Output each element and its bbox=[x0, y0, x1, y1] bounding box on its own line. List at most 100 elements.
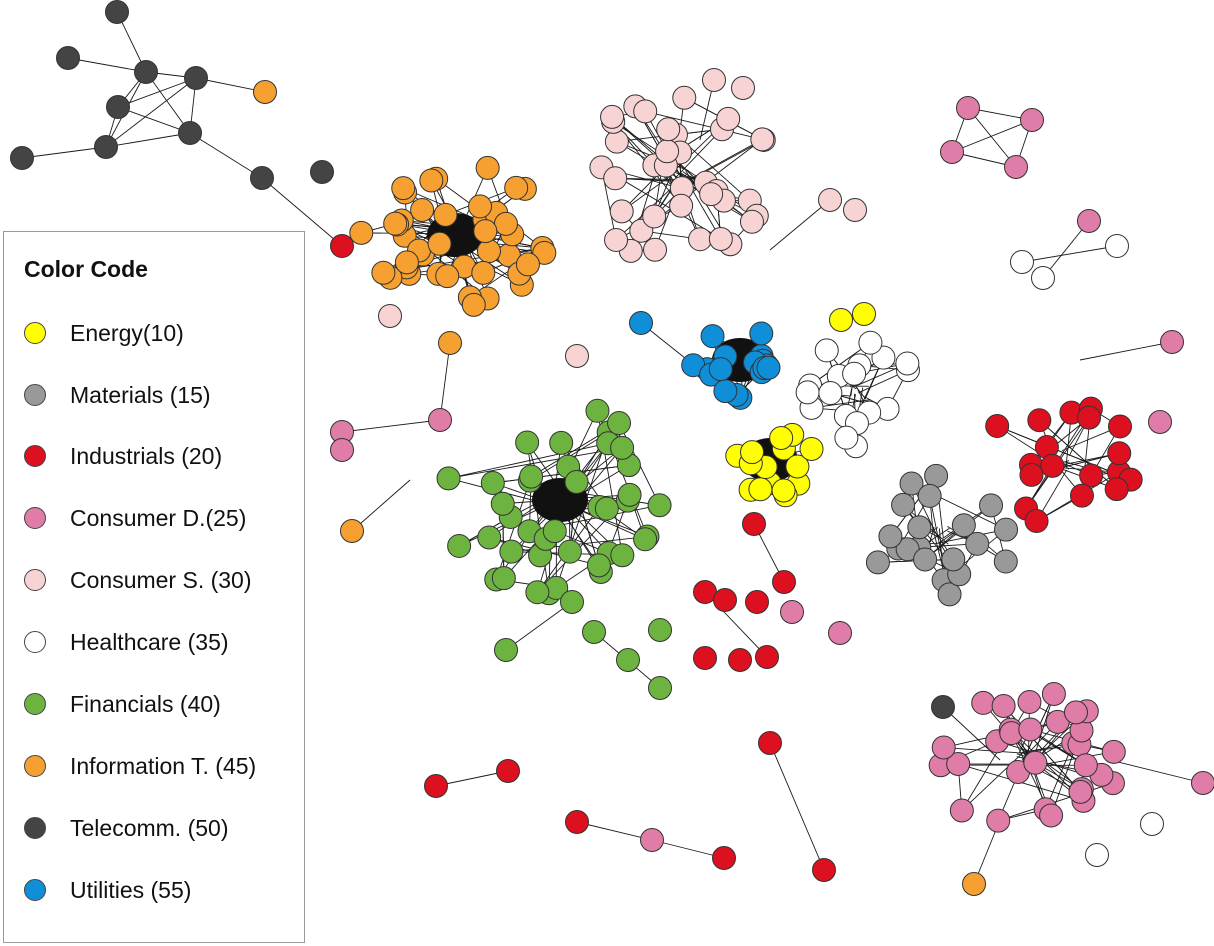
graph-node-consumer-d bbox=[1191, 771, 1214, 795]
graph-node-healthcare bbox=[1031, 266, 1055, 290]
graph-node-info-t bbox=[410, 198, 435, 223]
graph-edge bbox=[1042, 220, 1090, 279]
graph-edge bbox=[435, 770, 509, 787]
legend-item-healthcare: Healthcare (35) bbox=[24, 624, 229, 660]
graph-edge bbox=[439, 342, 451, 421]
graph-node-telecomm bbox=[56, 46, 80, 70]
graph-node-healthcare bbox=[834, 425, 859, 450]
legend-item-energy: Energy(10) bbox=[24, 315, 184, 351]
healthcare-swatch-icon bbox=[24, 631, 46, 653]
graph-node-financials bbox=[447, 533, 472, 558]
graph-node-financials bbox=[525, 580, 550, 605]
graph-node-industrials bbox=[565, 810, 589, 834]
graph-node-consumer-d bbox=[1004, 155, 1028, 179]
graph-node-consumer-s bbox=[600, 104, 625, 129]
graph-node-energy bbox=[769, 425, 794, 450]
graph-node-consumer-d bbox=[1160, 330, 1184, 354]
graph-node-financials bbox=[436, 466, 461, 491]
graph-node-consumer-d bbox=[780, 600, 804, 624]
graph-node-financials bbox=[491, 566, 516, 591]
graph-node-financials bbox=[648, 676, 672, 700]
legend-item-materials: Materials (15) bbox=[24, 377, 211, 413]
graph-node-financials bbox=[519, 464, 544, 489]
graph-edge bbox=[967, 107, 1017, 168]
graph-node-healthcare bbox=[858, 330, 883, 355]
graph-node-consumer-s bbox=[750, 127, 775, 152]
graph-edge bbox=[1021, 245, 1118, 263]
energy-swatch-icon bbox=[24, 322, 46, 344]
graph-edge bbox=[351, 479, 411, 532]
graph-node-financials bbox=[582, 620, 606, 644]
legend-label: Consumer S. (30) bbox=[70, 566, 252, 593]
graph-edge bbox=[1039, 419, 1117, 490]
legend-title: Color Code bbox=[24, 256, 148, 282]
graph-node-healthcare bbox=[818, 381, 843, 406]
graph-edge bbox=[189, 132, 263, 179]
graph-node-info-t bbox=[433, 202, 458, 227]
graph-edge bbox=[1079, 341, 1173, 361]
graph-node-telecomm bbox=[106, 95, 130, 119]
graph-node-financials bbox=[490, 491, 515, 516]
graph-edge bbox=[495, 480, 531, 580]
graph-node-consumer-d bbox=[330, 438, 354, 462]
graph-node-financials bbox=[499, 539, 524, 564]
graph-node-financials bbox=[594, 496, 619, 521]
graph-node-info-t bbox=[475, 155, 500, 180]
graph-node-healthcare bbox=[795, 380, 820, 405]
legend-item-info-t: Information T. (45) bbox=[24, 748, 256, 784]
graph-edge bbox=[117, 77, 197, 108]
graph-node-financials bbox=[585, 398, 610, 423]
graph-node-consumer-s bbox=[609, 199, 634, 224]
legend-label: Industrials (20) bbox=[70, 442, 223, 469]
graph-node-healthcare bbox=[895, 351, 920, 376]
nodes-layer bbox=[10, 0, 1214, 896]
graph-node-materials bbox=[907, 515, 932, 540]
graph-node-financials bbox=[586, 553, 611, 578]
graph-node-consumer-s bbox=[739, 209, 764, 234]
graph-node-consumer-s bbox=[655, 139, 680, 164]
graph-node-financials bbox=[542, 519, 567, 544]
graph-node-industrials bbox=[772, 570, 796, 594]
graph-node-utilities bbox=[629, 311, 653, 335]
graph-node-healthcare bbox=[1140, 812, 1164, 836]
graph-node-info-t bbox=[419, 168, 444, 193]
graph-edge bbox=[145, 71, 191, 134]
graph-node-consumer-d bbox=[1148, 410, 1172, 434]
legend-item-telecomm: Telecomm. (50) bbox=[24, 810, 228, 846]
graph-node-financials bbox=[494, 638, 518, 662]
graph-node-info-t bbox=[468, 194, 493, 219]
graph-node-consumer-d bbox=[640, 828, 664, 852]
graph-node-consumer-s bbox=[642, 204, 667, 229]
graph-node-info-t bbox=[476, 239, 501, 264]
graph-edge bbox=[576, 821, 653, 841]
graph-node-consumer-d bbox=[828, 621, 852, 645]
graph-node-consumer-d bbox=[931, 735, 956, 760]
graph-node-financials bbox=[549, 430, 574, 455]
graph-node-consumer-d bbox=[1068, 779, 1093, 804]
graph-node-materials bbox=[899, 471, 924, 496]
graph-node-financials bbox=[515, 430, 540, 455]
legend-item-financials: Financials (40) bbox=[24, 686, 221, 722]
graph-node-industrials bbox=[424, 774, 448, 798]
graph-node-financials bbox=[480, 471, 505, 496]
graph-edge bbox=[21, 146, 107, 159]
graph-node-materials bbox=[951, 513, 976, 538]
graph-edge bbox=[505, 601, 573, 651]
graph-node-consumer-d bbox=[1018, 717, 1043, 742]
graph-node-materials bbox=[913, 547, 938, 572]
graph-node-consumer-d bbox=[1017, 689, 1042, 714]
graph-node-consumer-s bbox=[699, 182, 724, 207]
graph-node-industrials bbox=[758, 731, 782, 755]
legend-item-consumer-s: Consumer S. (30) bbox=[24, 562, 252, 598]
graph-node-info-t bbox=[391, 176, 416, 201]
graph-node-industrials bbox=[728, 648, 752, 672]
graph-node-info-t bbox=[394, 250, 419, 275]
graph-node-financials bbox=[557, 539, 582, 564]
graph-edge bbox=[651, 839, 725, 859]
graph-node-telecomm bbox=[184, 66, 208, 90]
graph-node-consumer-s bbox=[688, 227, 713, 252]
graph-node-healthcare bbox=[814, 338, 839, 363]
graph-node-industrials bbox=[1027, 408, 1052, 433]
graph-node-industrials bbox=[330, 234, 354, 258]
